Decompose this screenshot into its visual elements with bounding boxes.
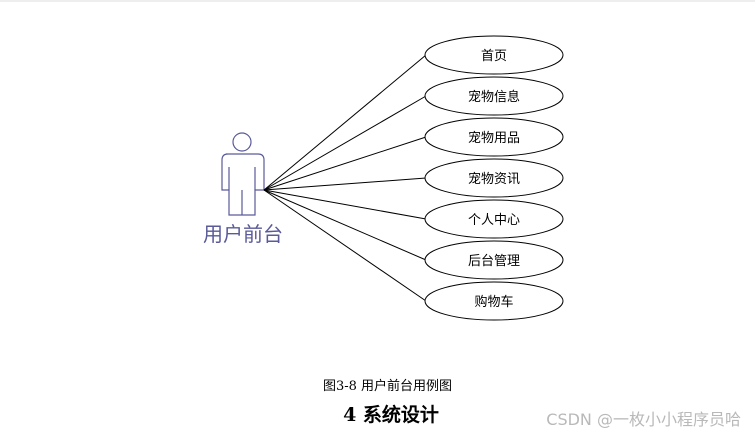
use-case-label: 后台管理 [468,254,520,269]
figure-caption: 图3-8 用户前台用例图 [322,379,453,394]
actor-body [221,153,265,216]
use-case-ellipse [424,281,564,321]
use-case-ellipse [424,35,564,75]
association-line [263,189,427,220]
association-line [263,136,427,191]
use-case-label: 宠物资讯 [468,171,520,187]
use-case: 宠物信息 [424,76,564,116]
use-case: 宠物用品 [424,117,564,157]
section-heading: 4 系统设计 [343,404,439,426]
use-case: 个人中心 [424,199,564,239]
use-case: 后台管理 [424,240,564,280]
association-line [263,54,427,191]
association-line [263,177,427,191]
association-line [263,95,427,191]
use-case-label: 宠物信息 [468,89,520,105]
use-case-ellipse [424,76,564,116]
use-case-ellipse [424,158,564,198]
use-case: 宠物资讯 [424,158,564,198]
use-case-ellipse [424,199,564,239]
use-case-label: 首页 [481,49,507,64]
use-case-label: 个人中心 [468,213,520,228]
use-case-label: 宠物用品 [468,130,520,146]
use-case: 购物车 [424,281,564,321]
use-case-ellipse [424,117,564,157]
actor-figure [221,132,265,216]
watermark: CSDN @一枚小小程序员哈 [546,410,741,429]
association-line [263,189,427,261]
association-line [263,189,427,302]
actor-head [232,132,252,152]
top-divider [0,0,755,2]
use-case-label: 购物车 [474,294,513,310]
use-case: 首页 [424,35,564,75]
use-case-ellipse [424,240,564,280]
actor-label: 用户前台 [203,222,283,246]
association-lines [263,54,427,302]
